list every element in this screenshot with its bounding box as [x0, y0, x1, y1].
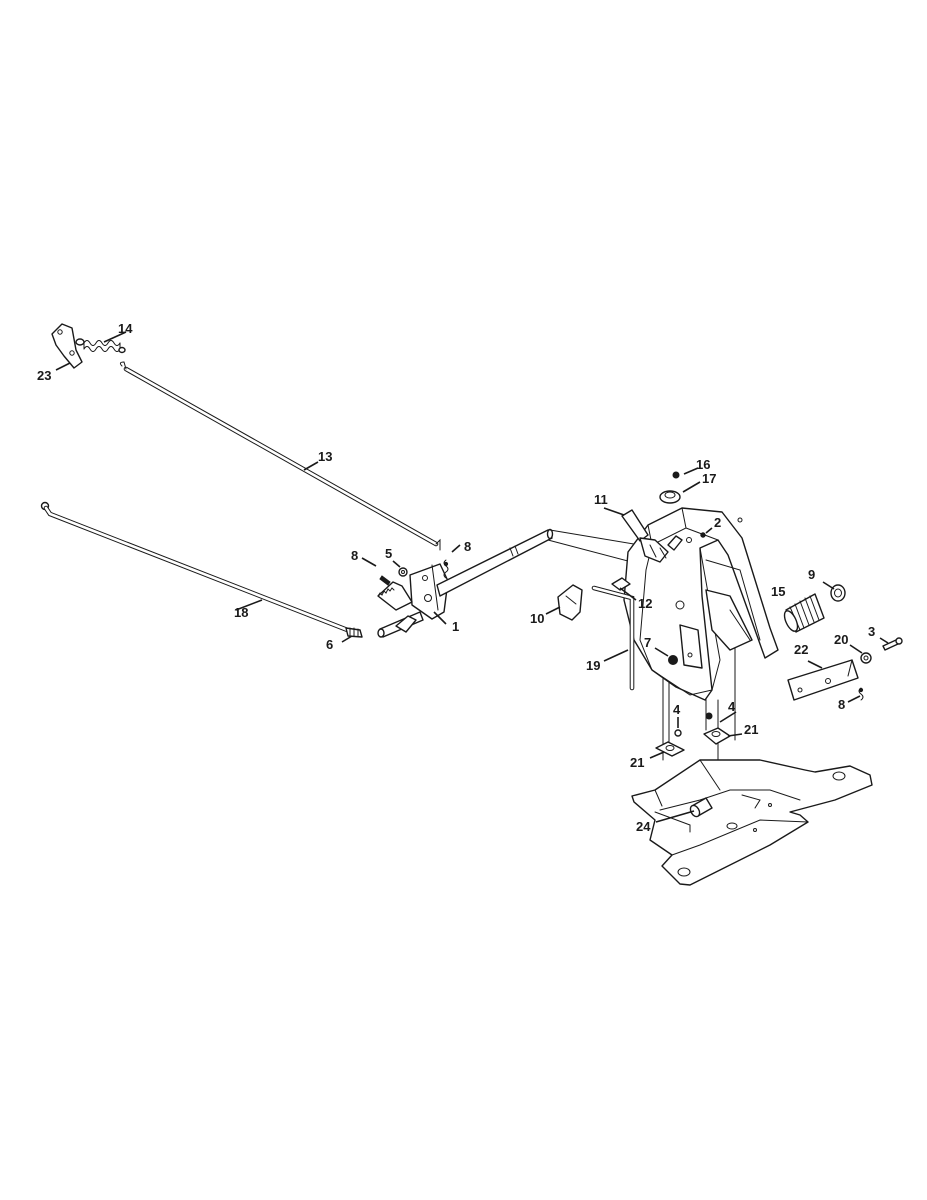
callout-6: 6: [326, 637, 333, 652]
callout-21-right: 21: [744, 722, 758, 737]
callout-18: 18: [234, 605, 248, 620]
part-1-lever-assembly: [377, 528, 554, 638]
callout-9: 9: [808, 567, 815, 582]
callout-11: 11: [594, 492, 608, 507]
callout-5: 5: [385, 546, 392, 561]
part-12-clip: [611, 577, 631, 591]
callout-8-left: 8: [351, 548, 358, 563]
callout-15: 15: [771, 584, 785, 599]
callout-4-left: 4: [673, 702, 681, 717]
part-22-pedal-arm: [787, 659, 859, 701]
part-7-nut: [668, 655, 678, 665]
callout-2: 2: [714, 515, 721, 530]
part-2-screw: [700, 532, 706, 538]
part-15-grip: [783, 593, 825, 633]
callout-13: 13: [318, 449, 332, 464]
part-20-washer: [860, 652, 872, 664]
callout-labels: 1 2 3 4 4 5 6 7 8 8 8 9 10 11 12 13 14 1…: [37, 321, 875, 834]
callout-19: 19: [586, 658, 600, 673]
callout-16: 16: [696, 457, 710, 472]
part-3-bolt: [882, 637, 903, 651]
callout-12: 12: [638, 596, 652, 611]
callout-21-left: 21: [630, 755, 644, 770]
part-13-rod: [119, 361, 441, 551]
callout-22: 22: [794, 642, 808, 657]
part-14-spring: [75, 338, 126, 354]
callout-10: 10: [530, 611, 544, 626]
part-11-hand-lever: [621, 509, 683, 563]
part-10-cover: [557, 584, 583, 621]
callout-8-mid: 8: [464, 539, 471, 554]
callout-7: 7: [644, 635, 651, 650]
part-4-screw-right: [705, 712, 713, 720]
callout-4-right: 4: [728, 699, 736, 714]
part-23-bracket: [51, 323, 83, 369]
part-4-screw-left: [674, 729, 682, 737]
callout-3: 3: [868, 624, 875, 639]
part-24-bushing: [689, 797, 713, 818]
part-8-cotter-mid: [443, 559, 449, 579]
base-plate: [631, 759, 873, 886]
callout-14: 14: [118, 321, 133, 336]
part-16-cap: [672, 471, 680, 479]
leader-lines: [55, 331, 889, 823]
callout-24: 24: [636, 819, 651, 834]
part-9-cap: [830, 584, 846, 602]
part-5-washer: [398, 567, 408, 577]
part-18-rod: [40, 501, 353, 634]
part-17-grommet: [659, 490, 681, 504]
part-21-clamp-right: [703, 727, 731, 745]
callout-23: 23: [37, 368, 51, 383]
callout-8-right: 8: [838, 697, 845, 712]
part-8-bolt-left: [379, 575, 391, 586]
part-21-clamp-left: [655, 741, 685, 757]
part-8-cotter-right: [858, 687, 864, 701]
callout-17: 17: [702, 471, 716, 486]
callout-20: 20: [834, 632, 848, 647]
part-6-pin: [345, 627, 363, 638]
callout-1: 1: [452, 619, 459, 634]
